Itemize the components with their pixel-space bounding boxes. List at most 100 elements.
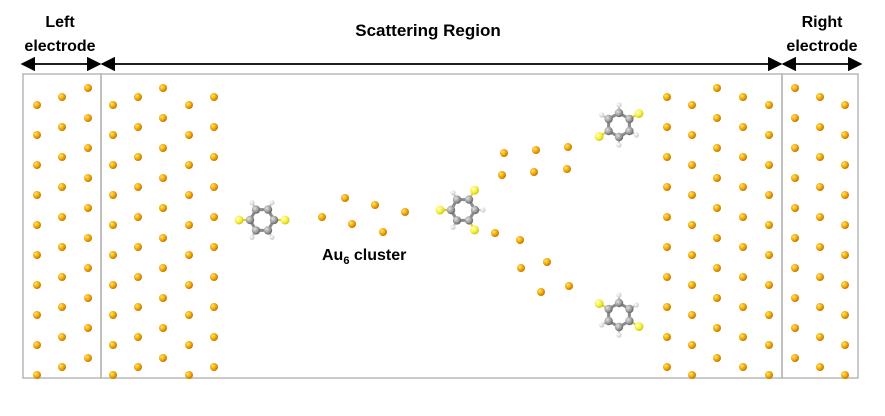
- right-electrode-gold-atom: [841, 161, 849, 169]
- right-electrode-gold-atom: [791, 294, 799, 302]
- scattering-gold-atom: [663, 183, 671, 191]
- left-electrode-gold-atom: [58, 153, 66, 161]
- scattering-gold-atom: [159, 324, 167, 332]
- carbon-atom: [263, 205, 273, 214]
- left-electrode-gold-atom: [84, 144, 92, 152]
- left-electrode-gold-atom: [33, 131, 41, 139]
- hydrogen-atom: [269, 234, 275, 240]
- cluster-gold-atom: [491, 229, 499, 237]
- left-electrode-gold-atom: [84, 84, 92, 92]
- scattering-gold-atom: [159, 234, 167, 242]
- scattering-gold-atom: [739, 123, 747, 131]
- scattering-gold-atom: [210, 243, 218, 251]
- sulfur-atom: [470, 185, 479, 195]
- left-electrode-gold-atom: [33, 371, 41, 379]
- left-electrode-gold-atom: [58, 273, 66, 281]
- scattering-gold-atom: [765, 191, 773, 199]
- right-electrode-gold-atom: [816, 93, 824, 101]
- scattering-gold-atom: [663, 123, 671, 131]
- scattering-gold-atom: [739, 243, 747, 251]
- scattering-gold-atom: [663, 243, 671, 251]
- hydrogen-atom: [249, 200, 255, 206]
- benzenedithiol-lower-right: [594, 292, 644, 338]
- scattering-gold-atom: [134, 333, 142, 341]
- scattering-gold-atom: [688, 101, 696, 109]
- cluster-gold-atom: [517, 264, 525, 272]
- scattering-gold-atom: [109, 101, 117, 109]
- left-electrode-gold-atom: [58, 363, 66, 371]
- benzenedithiol-upper-right: [594, 102, 644, 148]
- cluster-gold-atom: [532, 146, 540, 154]
- scattering-gold-atom: [109, 341, 117, 349]
- scattering-gold-atom: [688, 251, 696, 259]
- left-electrode-gold-atom: [33, 101, 41, 109]
- scattering-gold-atom: [210, 153, 218, 161]
- left-electrode-gold-atom: [58, 243, 66, 251]
- scattering-gold-atom: [185, 311, 193, 319]
- right-electrode-gold-atom: [841, 341, 849, 349]
- scattering-gold-atom: [713, 114, 721, 122]
- sulfur-atom: [594, 132, 604, 141]
- cluster-gold-atom: [565, 282, 573, 290]
- right-electrode-label-line1: Right: [802, 14, 844, 31]
- carbon-atom: [464, 195, 474, 204]
- scattering-gold-atom: [739, 93, 747, 101]
- carbon-atom: [470, 205, 480, 215]
- left-electrode-gold-atom: [84, 294, 92, 302]
- right-electrode-gold-atom: [841, 101, 849, 109]
- scattering-gold-atom: [109, 221, 117, 229]
- right-electrode-gold-atom: [816, 123, 824, 131]
- scattering-gold-atom: [688, 161, 696, 169]
- carbon-atom: [452, 216, 462, 225]
- scattering-gold-atom: [713, 84, 721, 92]
- scattering-gold-atom: [185, 371, 193, 379]
- scattering-gold-atom: [688, 341, 696, 349]
- left-electrode-label-line2: electrode: [24, 38, 95, 55]
- left-electrode-gold-atom: [33, 341, 41, 349]
- left-electrode-gold-atom: [33, 191, 41, 199]
- scattering-gold-atom: [185, 131, 193, 139]
- sulfur-atom: [280, 215, 290, 225]
- right-electrode-gold-atom: [841, 251, 849, 259]
- left-electrode-gold-atom: [33, 281, 41, 289]
- benzenedithiol-center: [435, 185, 486, 235]
- carbon-atom: [604, 114, 613, 124]
- scattering-gold-atom: [688, 221, 696, 229]
- cluster-gold-atom: [543, 258, 551, 266]
- carbon-atom: [625, 114, 634, 124]
- scattering-gold-atom: [134, 93, 142, 101]
- cluster-label: Au6 cluster: [322, 247, 406, 267]
- right-electrode-gold-atom: [841, 371, 849, 379]
- cluster-gold-atom: [318, 213, 326, 221]
- scattering-gold-atom: [134, 153, 142, 161]
- right-electrode-gold-atom: [841, 131, 849, 139]
- carbon-atom: [625, 316, 634, 326]
- scattering-gold-atom: [109, 311, 117, 319]
- left-electrode-gold-atom: [84, 234, 92, 242]
- left-electrode-gold-atom: [84, 324, 92, 332]
- right-electrode-gold-atom: [791, 114, 799, 122]
- molecules-layer: [234, 102, 644, 338]
- scattering-gold-atom: [739, 153, 747, 161]
- scattering-gold-atom: [185, 101, 193, 109]
- scattering-gold-atom: [688, 131, 696, 139]
- hydrogen-atom: [599, 112, 605, 118]
- right-electrode-gold-atom: [791, 84, 799, 92]
- scattering-gold-atom: [739, 303, 747, 311]
- cluster-gold-atom: [564, 143, 572, 151]
- carbon-atom: [452, 195, 462, 204]
- scattering-gold-atom: [210, 183, 218, 191]
- right-electrode-gold-atom: [816, 273, 824, 281]
- carbon-atom: [625, 126, 634, 136]
- scattering-gold-atom: [134, 363, 142, 371]
- right-electrode-gold-atom: [816, 333, 824, 341]
- cluster-gold-atom: [530, 168, 538, 176]
- scattering-gold-atom: [185, 281, 193, 289]
- scattering-gold-atom: [134, 273, 142, 281]
- scattering-gold-atom: [765, 371, 773, 379]
- scattering-gold-atom: [663, 333, 671, 341]
- carbon-atom: [446, 205, 456, 215]
- scattering-gold-atom: [663, 273, 671, 281]
- cluster-label-subscript: 6: [343, 255, 349, 267]
